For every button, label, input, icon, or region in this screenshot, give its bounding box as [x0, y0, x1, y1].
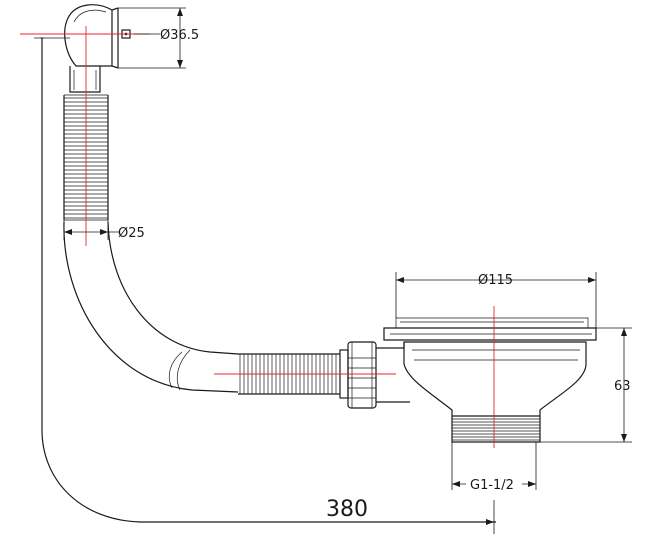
- dimension-hose-diameter: Ø25: [63, 220, 145, 241]
- hose-bend: [63, 221, 239, 393]
- connector-nut: [339, 341, 410, 409]
- dimension-strainer-height: 63: [540, 327, 632, 443]
- strainer-diameter-label: Ø115: [478, 273, 513, 288]
- thread-size-label: G1-1/2: [470, 478, 514, 493]
- dimension-overall-length: 380: [326, 497, 495, 534]
- hose-diameter-label: Ø25: [118, 226, 145, 241]
- overall-length-label: 380: [326, 497, 368, 522]
- dimension-cap-diameter: Ø36.5: [118, 7, 199, 69]
- overflow-tube: [34, 37, 496, 523]
- center-lines: [20, 26, 495, 448]
- strainer-body: [383, 317, 597, 443]
- strainer-height-label: 63: [614, 379, 631, 394]
- overflow-cap: [64, 4, 131, 93]
- dimension-thread-size: G1-1/2: [451, 442, 537, 493]
- cap-diameter-label: Ø36.5: [160, 28, 199, 43]
- dimension-strainer-diameter: Ø115: [395, 272, 597, 328]
- outlet-thread: [452, 418, 540, 441]
